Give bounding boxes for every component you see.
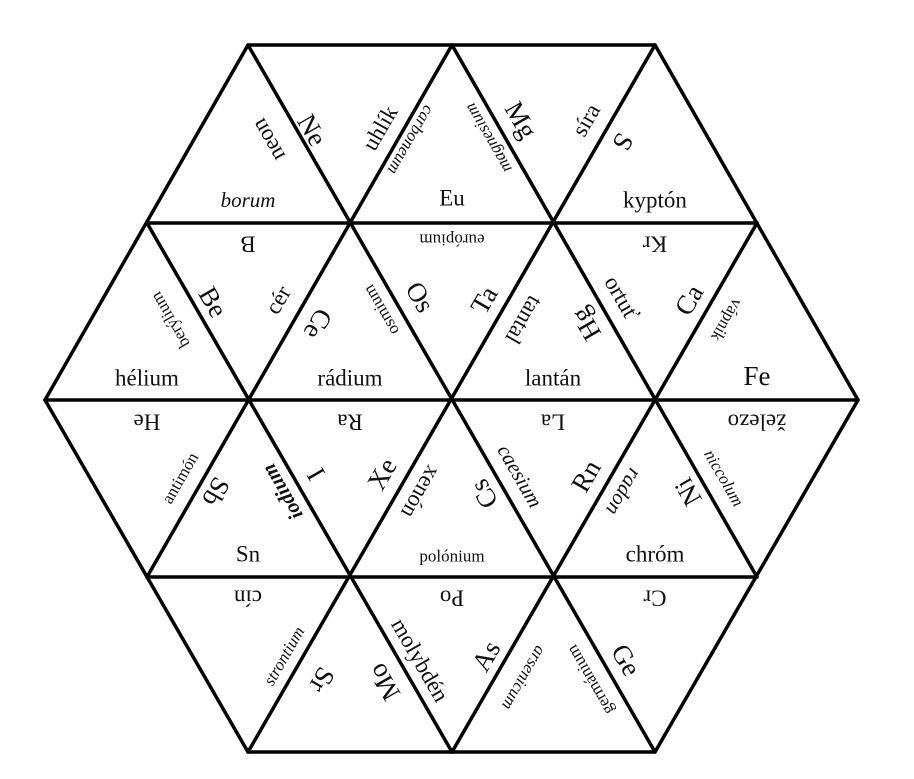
row-4-labels: cín Po Cr strontium Sr Mo molybdén As ar…	[233, 586, 666, 719]
label-Ra: Ra	[337, 410, 363, 435]
label-Cr: Cr	[643, 586, 666, 611]
label-borum: borum	[221, 188, 276, 212]
label-Kr: Kr	[643, 232, 668, 257]
label-Eu: Eu	[439, 186, 465, 211]
label-kypton: kyptón	[623, 188, 687, 213]
label-niccolum: niccolum	[700, 446, 748, 509]
label-Ne: Ne	[291, 109, 333, 151]
label-He: He	[134, 410, 161, 435]
grid-line	[450, 43, 759, 579]
label-Os: Os	[400, 277, 441, 318]
label-I: I	[301, 463, 331, 486]
label-polonium: polónium	[419, 547, 484, 566]
label-europium: európium	[419, 231, 484, 250]
label-neon: neon	[246, 114, 290, 166]
label-antimon: antimón	[158, 449, 203, 507]
label-radon: radon	[601, 464, 647, 519]
label-B: B	[240, 232, 255, 257]
grid-line	[145, 221, 454, 754]
label-Sr: Sr	[303, 662, 341, 698]
label-zelezo: železo	[728, 410, 787, 435]
label-arsenicum: arsenicum	[498, 643, 550, 714]
label-cer: cér	[260, 281, 296, 318]
label-strontium: strontium	[260, 623, 309, 688]
label-berylium: berýlium	[146, 289, 193, 352]
label-sira: síra	[567, 99, 605, 140]
label-Xe: Xe	[361, 453, 403, 495]
label-Mo: Mo	[362, 658, 407, 705]
label-osmium: osmium	[359, 282, 403, 339]
label-cin: cín	[233, 586, 262, 611]
label-xenon: xenón	[396, 461, 446, 523]
label-helium: hélium	[115, 366, 179, 391]
grid-line	[450, 221, 759, 754]
label-Po: Po	[440, 586, 464, 611]
label-Ta: Ta	[464, 281, 503, 319]
label-Fe: Fe	[744, 361, 771, 391]
label-lantan: lantán	[525, 366, 582, 391]
label-Ce: Ce	[298, 304, 339, 345]
grid-lines	[42, 43, 861, 754]
label-Be: Be	[193, 282, 234, 323]
grid-line	[246, 43, 657, 754]
label-Sn: Sn	[236, 542, 261, 567]
label-jodium: iodium	[256, 460, 307, 525]
label-Hg: Hg	[565, 302, 607, 346]
label-radium: rádium	[317, 366, 382, 391]
label-La: La	[541, 410, 565, 435]
label-uhlik: uhlík	[357, 101, 403, 155]
label-chrom: chróm	[626, 542, 685, 567]
label-S: S	[606, 128, 639, 156]
grid-line	[145, 43, 454, 579]
